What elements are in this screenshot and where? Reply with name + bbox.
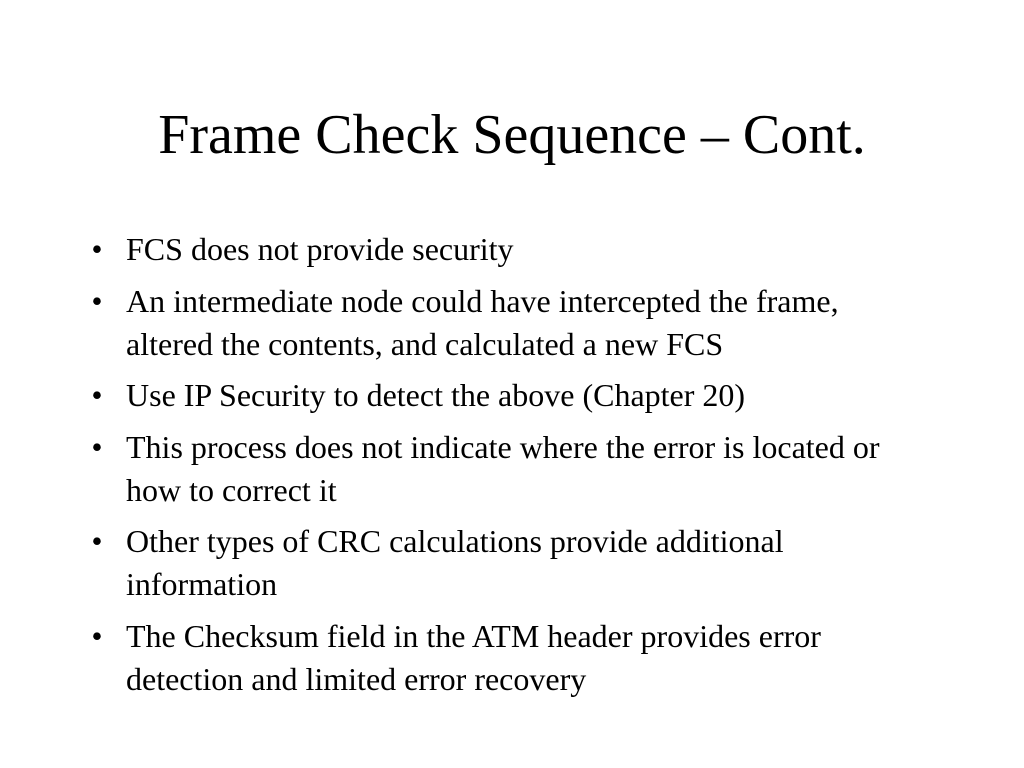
bullet-item: • The Checksum field in the ATM header p… [82,615,932,701]
bullet-icon: • [91,377,103,413]
bullet-item: • Other types of CRC calculations provid… [82,520,932,606]
bullet-item: • This process does not indicate where t… [82,426,932,512]
bullet-text: FCS does not provide security [126,231,514,267]
bullet-list: • FCS does not provide security • An int… [82,228,932,701]
bullet-icon: • [91,523,103,559]
bullet-icon: • [91,617,103,654]
bullet-text: The Checksum field in the ATM header pro… [126,617,821,697]
bullet-item: • An intermediate node could have interc… [82,280,932,366]
bullet-icon: • [91,231,103,267]
bullet-item: • FCS does not provide security [82,228,932,271]
bullet-text: An intermediate node could have intercep… [126,282,839,362]
bullet-text: Use IP Security to detect the above (Cha… [126,377,746,413]
slide-title: Frame Check Sequence – Cont. [158,104,866,166]
bullet-text: This process does not indicate where the… [126,428,880,508]
bullet-text: Other types of CRC calculations provide … [126,523,784,602]
bullet-icon: • [91,282,103,319]
bullet-item: • Use IP Security to detect the above (C… [82,374,932,417]
bullet-icon: • [91,428,103,465]
